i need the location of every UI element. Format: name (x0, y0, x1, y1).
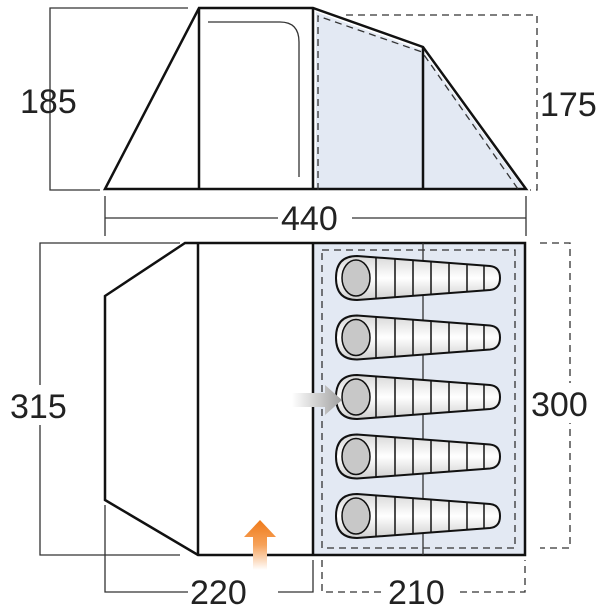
sleeping-bag-icon (334, 373, 502, 421)
living-length-bracket (104, 505, 314, 593)
floor-outline (103, 241, 527, 557)
length-bracket (104, 196, 527, 236)
sleeping-bag-hood (341, 318, 371, 357)
side-view: 185 175 440 (20, 6, 597, 238)
width-left-label: 315 (10, 388, 67, 426)
sleeping-bag-icon (334, 314, 502, 361)
living-length-label: 220 (190, 574, 247, 612)
sleeping-bag-hood (341, 259, 371, 297)
sleeping-bag-hood (341, 378, 371, 416)
bedroom-side-fill (316, 12, 523, 188)
main-door-arrow-icon (244, 520, 276, 570)
bedroom-length-bracket (321, 560, 526, 593)
floor-plan: 315 300 220 210 (8, 241, 610, 612)
height-right-bracket (346, 14, 538, 191)
length-label: 440 (281, 200, 338, 238)
width-right-label: 300 (531, 386, 588, 424)
height-right-label: 175 (540, 86, 597, 124)
inner-tent-dashed (317, 15, 519, 190)
sleeping-bag-icon (334, 254, 502, 302)
sleeping-bag-icon (334, 433, 502, 480)
bedroom-entry-arrow-icon (292, 385, 342, 415)
tent-side-outline (102, 6, 529, 191)
height-left-label: 185 (20, 83, 77, 121)
sleeping-bag-hood (341, 437, 371, 476)
bedroom-length-label: 210 (388, 574, 445, 612)
sleeping-bag-icon (334, 492, 502, 540)
height-left-bracket (49, 7, 188, 191)
sleeping-bag-hood (341, 497, 371, 535)
side-door-outline (208, 21, 300, 177)
